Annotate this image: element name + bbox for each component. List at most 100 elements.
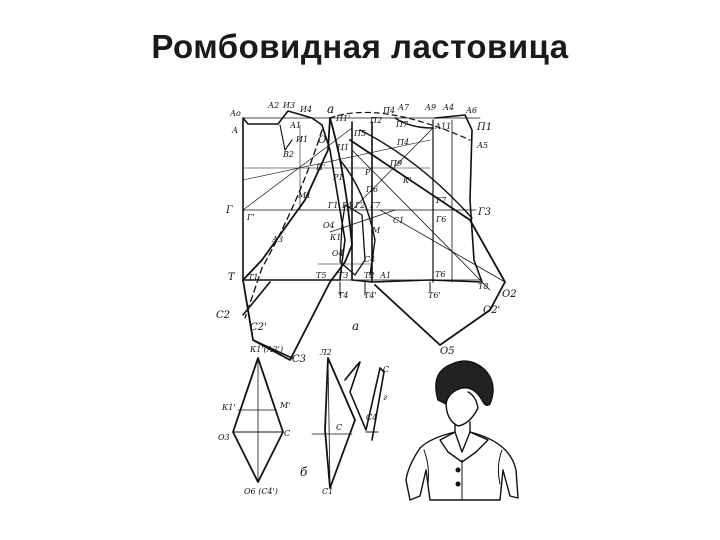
label-A7: А7 [397, 103, 410, 112]
label-G2: Г2 [354, 201, 365, 210]
collar [439, 431, 489, 463]
sleeve-diag-right [351, 149, 491, 291]
front-piece-outline [351, 114, 483, 283]
small-gusset-labels: С г С4 [366, 365, 389, 422]
label-G1: Г1 [327, 201, 338, 210]
label-b-fig: б [300, 465, 308, 479]
small-gusset-outline [344, 361, 385, 441]
label-Mp: М' [279, 401, 290, 410]
gusset-cross [329, 209, 396, 233]
slide-title: Ромбовидная ластовица [151, 28, 569, 65]
label-Pi6: П6 [365, 185, 378, 194]
label-B2: В2 [282, 150, 294, 159]
label-Cg: С [383, 365, 389, 374]
label-O: О [318, 135, 326, 146]
label-Pi9: П9 [389, 159, 402, 168]
dashed-arc-top [329, 111, 471, 141]
label-K1: К1 [329, 233, 341, 242]
label-Ao: Ао [229, 109, 241, 118]
diag-4 [242, 139, 431, 181]
label-P: Р [364, 168, 371, 177]
rotated-sleeve-left [242, 117, 353, 361]
narrow-gusset [311, 357, 356, 489]
label-O2: О2 [502, 289, 517, 300]
label-O3: О3 [218, 433, 230, 442]
label-C1b: С1 [322, 487, 333, 496]
label-Cb: С [336, 423, 342, 432]
label-A3: А3 [271, 235, 283, 244]
label-G: Г [225, 205, 233, 216]
woman-figure-illustration [405, 360, 519, 501]
label-P7: П7 [395, 120, 409, 129]
label-T5: Т5 [316, 271, 326, 280]
center-gusset [339, 204, 366, 276]
label-C3: С3 [292, 354, 306, 365]
label-L2: Л2 [319, 348, 332, 357]
label-Gp: Г' [246, 213, 255, 222]
diamond-labels: К1'(А2') К1' М' О3 С О6 (С4') [218, 345, 290, 496]
hair [435, 360, 494, 407]
label-A5: А5 [476, 141, 488, 150]
sleeve-edge-left [242, 281, 271, 316]
label-C2: С2 [216, 310, 230, 321]
label-O6: О6 (С4') [244, 487, 278, 496]
front-neck-curve [394, 117, 434, 129]
narrow-gusset-labels: Л2 С С1 б [300, 348, 342, 496]
label-T: Т [228, 272, 236, 283]
label-Ag: А9 [424, 103, 436, 112]
diamond-gusset [232, 357, 284, 483]
label-G3: Г3 [477, 207, 491, 218]
small-gusset [344, 361, 385, 441]
sleeve-diag-right-2 [379, 209, 506, 283]
label-T3: Т3 [338, 271, 348, 280]
label-A6: А6 [465, 106, 477, 115]
label-a-fig: а [352, 319, 359, 333]
label-M: М [371, 226, 381, 235]
label-T4: Т4 [338, 291, 348, 300]
label-T6: Т6 [435, 270, 445, 279]
label-U1: Ц1 [337, 143, 349, 152]
draft-labels: Ао А А2 И3 И4 а П1' П4 А7 А9 А4 А6 П2 П7… [216, 101, 517, 365]
sleeve-left [423, 449, 429, 485]
label-T6p: Т6' [428, 291, 441, 300]
narrow-gusset-axis [327, 357, 331, 489]
label-Pp: П' [315, 163, 325, 172]
label-C4b: С4 [366, 413, 377, 422]
label-C: С [284, 429, 290, 438]
label-O4b: О4 [332, 249, 344, 258]
label-G4: Г4 [341, 201, 352, 210]
arm-curve [339, 159, 376, 276]
label-K1p: К1' [221, 403, 235, 412]
sleeve-right [497, 449, 503, 485]
label-A: А [231, 126, 238, 135]
label-O5: О5 [440, 346, 455, 357]
button-2 [455, 481, 461, 487]
label-C2p: С2' [250, 322, 267, 333]
label-Pi4p: П4 [396, 138, 409, 147]
label-O4: О4 [323, 221, 335, 230]
label-Pi1: П1 [476, 122, 492, 133]
label-Pi5: П5 [353, 129, 366, 138]
label-R1: Р1 [332, 173, 343, 182]
sleeve-hem-left [252, 339, 293, 359]
label-T4p: Т4' [364, 291, 377, 300]
sleeve-curve-right [359, 129, 473, 219]
label-M1: М1 [297, 191, 311, 200]
label-A11: А11 [434, 122, 451, 131]
face [445, 391, 479, 427]
label-T2: Т2 [364, 271, 374, 280]
label-I3: И3 [282, 101, 295, 110]
rotated-sleeve-dashed [244, 129, 323, 319]
label-I1: И1 [295, 135, 308, 144]
label-C4: С4 [364, 255, 375, 264]
button-1 [455, 467, 461, 473]
bodice [405, 431, 519, 501]
label-T8: Т8 [478, 282, 488, 291]
label-K: К' [402, 176, 411, 185]
label-A4: А4 [442, 103, 454, 112]
label-Gg: г [383, 393, 387, 402]
label-C1: С1 [393, 216, 404, 225]
label-G6: Г6 [435, 215, 446, 224]
rotated-sleeve-right [349, 139, 506, 346]
